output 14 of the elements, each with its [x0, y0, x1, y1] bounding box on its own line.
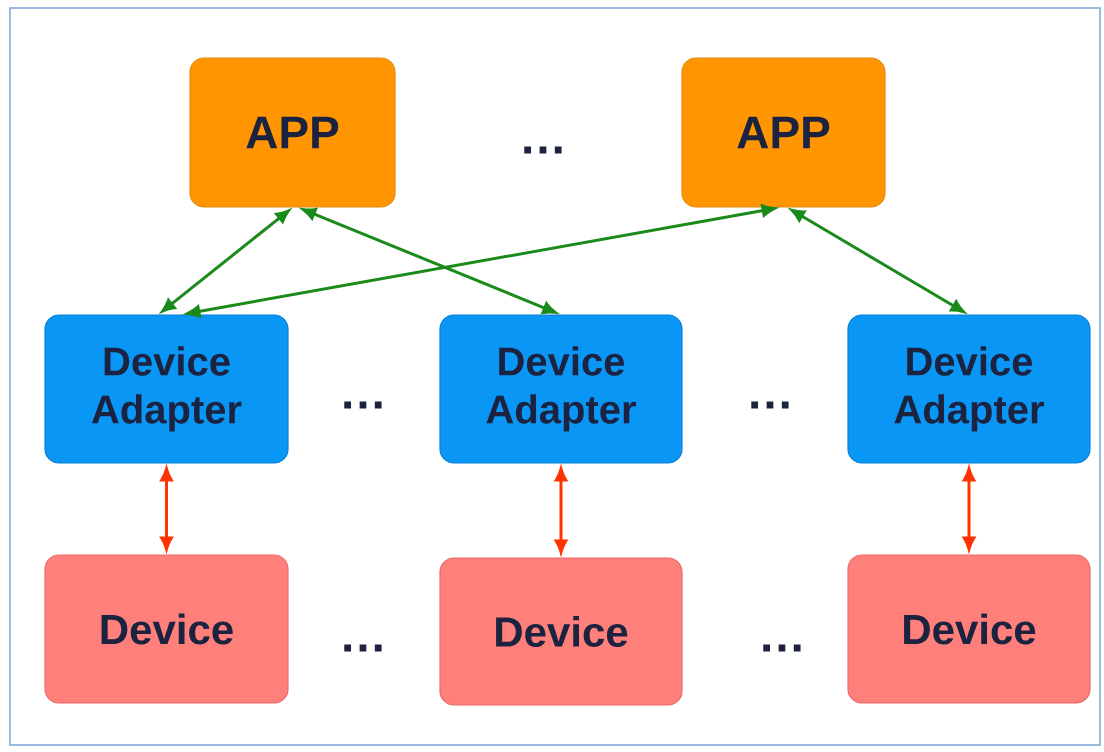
app-box: APP [189, 57, 396, 208]
app-box: APP [681, 57, 886, 208]
ellipsis: … [751, 401, 789, 409]
adapter-box: Device Adapter [44, 314, 289, 464]
device-box: Device [847, 554, 1091, 704]
device-box: Device [44, 554, 289, 704]
arrow [790, 208, 965, 314]
ellipsis: … [344, 401, 382, 409]
adapter-box: Device Adapter [439, 314, 683, 464]
ellipsis: … [524, 146, 562, 154]
ellipsis: … [763, 644, 801, 652]
adapter-box: Device Adapter [847, 314, 1091, 464]
ellipsis: … [344, 644, 382, 652]
device-box: Device [439, 557, 683, 706]
